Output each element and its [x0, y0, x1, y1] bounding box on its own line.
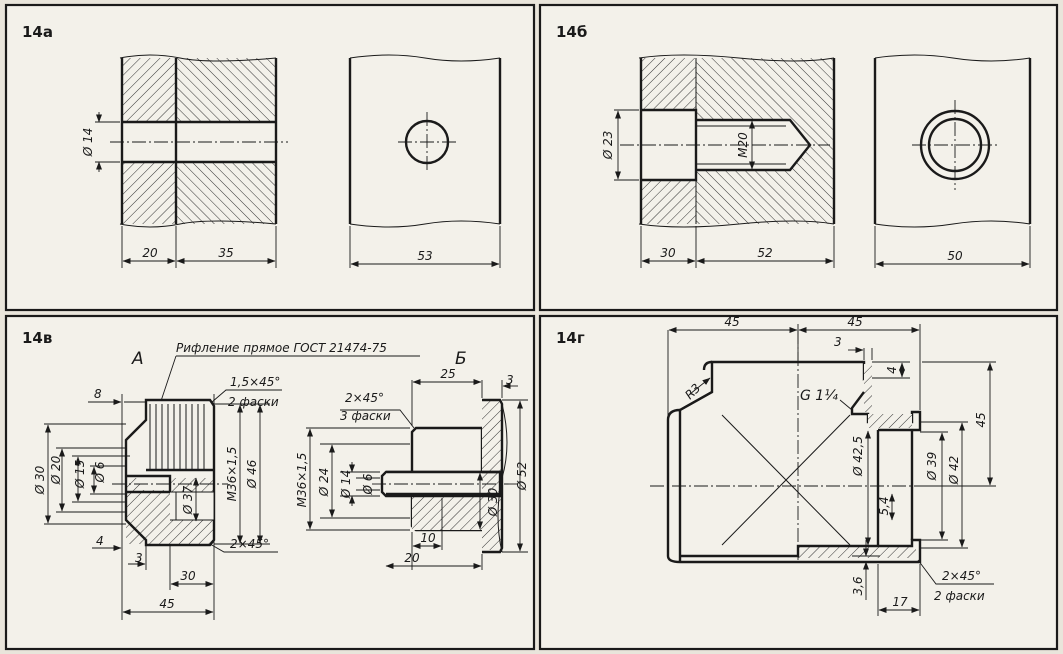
dim-a-d15: Ø 15 [73, 460, 87, 490]
dim-g-d39: Ø 39 [925, 452, 939, 482]
dim-a-chamfer-top-note: 2 фаски [228, 395, 279, 409]
part-b-dims: M36×1,5 Ø 24 Ø 14 Ø 6 Ø 30 Ø 52 2×45° 3 … [295, 367, 529, 570]
panel-label-14g: 14г [556, 329, 585, 347]
dim-a-len30: 30 [180, 569, 196, 583]
dim-b-d30: Ø 30 [486, 487, 500, 517]
dim-14a-hole: Ø 14 [81, 128, 95, 158]
dim-a-d37: Ø 37 [181, 485, 195, 515]
dim-b-chamfer-note: 3 фаски [340, 409, 391, 423]
part-a-drawing [112, 398, 228, 547]
dim-g-d425: Ø 42,5 [851, 436, 865, 477]
dim-g-w54: 5,4 [877, 496, 891, 515]
dim-14a-right: 35 [218, 246, 233, 260]
panel-label-14a: 14а [22, 23, 53, 41]
dim-g-thread: G 1¼ [800, 388, 838, 404]
dim-a-len45: 45 [159, 597, 174, 611]
panel-14b-dims: Ø 23 M20 30 52 50 [601, 109, 1031, 268]
panel-14a-section [110, 54, 288, 228]
dim-14a-width: 53 [417, 249, 432, 263]
dim-a-d6: Ø 6 [93, 461, 107, 483]
dim-b-len3: 3 [506, 373, 514, 387]
dim-b-len20: 20 [404, 551, 420, 565]
dim-g-chamfer: 2×45° [942, 569, 981, 583]
dim-14b-width: 50 [947, 249, 963, 263]
part-b-drawing [372, 398, 520, 554]
dim-g-top3: 3 [834, 335, 842, 349]
panel-14b-section [620, 54, 836, 228]
dim-b-d6: Ø 6 [361, 473, 375, 495]
dim-a-d46: Ø 46 [245, 459, 259, 489]
pipe-tee-drawing [650, 330, 940, 564]
dim-b-d14: Ø 14 [339, 470, 353, 500]
panel-14g-frame [538, 314, 1059, 651]
dim-14b-thread: M20 [736, 132, 750, 158]
part-a-dims: 8 Ø 30 Ø 20 Ø 15 Ø 6 Ø 37 M36×1,5 Ø 46 1… [33, 375, 282, 620]
dim-g-d42: Ø 42 [947, 456, 961, 486]
dim-14b-right: 52 [757, 246, 772, 260]
dim-b-len10: 10 [420, 531, 436, 545]
dim-a-len8: 8 [94, 387, 102, 401]
panel-label-14v: 14в [22, 329, 52, 347]
dim-a-len4: 4 [96, 534, 104, 548]
dim-a-d30: Ø 30 [33, 465, 47, 495]
dim-g-h36: 3,6 [851, 576, 865, 595]
knurl-note: Рифление прямое ГОСТ 21474-75 [176, 341, 387, 355]
dim-b-len25: 25 [440, 367, 455, 381]
dim-g-right4: 4 [885, 366, 899, 374]
dim-a-d20: Ø 20 [49, 455, 63, 485]
dim-g-top-right: 45 [847, 315, 862, 329]
panel-label-14b: 14б [556, 23, 587, 41]
dim-14b-left: 30 [660, 246, 676, 260]
dim-a-len3: 3 [135, 551, 143, 565]
dim-g-len17: 17 [892, 595, 908, 609]
dim-b-d24: Ø 24 [317, 468, 331, 498]
dim-b-chamfer: 2×45° [345, 391, 384, 405]
panel-14a-side-view [348, 54, 502, 228]
dim-a-chamfer-bottom: 2×45° [230, 537, 269, 551]
pipe-tee-dims: 45 45 3 4 45 R3 G 1¼ Ø 42,5 Ø 39 Ø 42 5,… [667, 315, 996, 616]
dim-g-h45: 45 [974, 412, 988, 427]
panel-14b-side-view [873, 54, 1032, 228]
panel-14a-dims: Ø 14 20 35 53 [81, 112, 501, 268]
dim-b-thread: M36×1,5 [295, 453, 309, 508]
dim-g-chamfer-note: 2 фаски [934, 589, 985, 603]
dim-14a-left: 20 [142, 246, 158, 260]
dim-14b-hole: Ø 23 [601, 131, 615, 161]
view-label-a: А [131, 349, 144, 369]
view-label-b: Б [455, 349, 467, 369]
dim-a-chamfer-top: 1,5×45° [230, 375, 280, 389]
dim-g-top-left: 45 [724, 315, 739, 329]
dim-b-d52: Ø 52 [515, 462, 529, 492]
dim-a-thread: M36×1,5 [225, 447, 239, 502]
